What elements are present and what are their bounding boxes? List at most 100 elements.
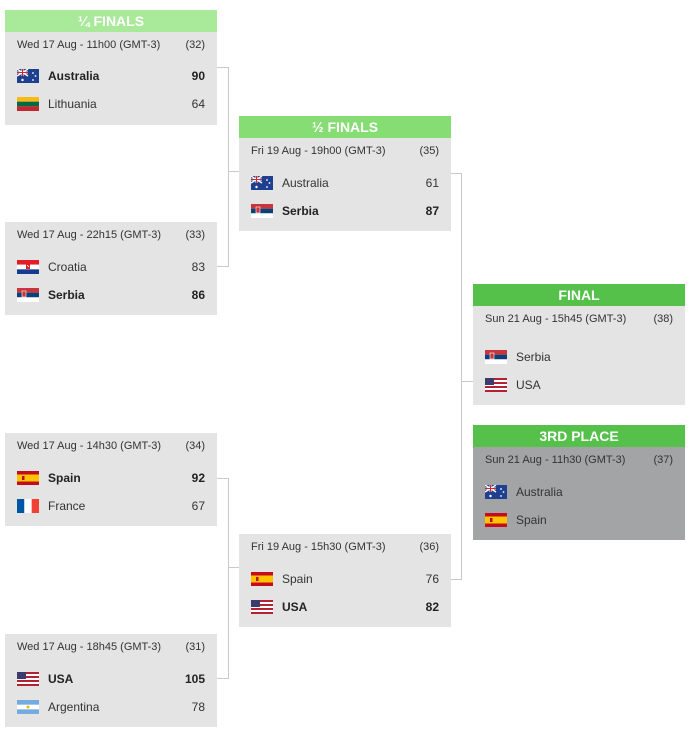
- team-name: Serbia: [282, 204, 319, 218]
- team-score: 82: [425, 600, 439, 614]
- team-name: USA: [48, 672, 74, 686]
- match-card-final[interactable]: Sun 21 Aug - 15h45 (GMT-3) (38) Serbia U…: [473, 306, 685, 405]
- spain-flag-icon: [17, 471, 39, 485]
- third-place-header: 3RD PLACE: [473, 425, 685, 447]
- match-card-sf1[interactable]: Fri 19 Aug - 19h00 (GMT-3) (35) Australi…: [239, 138, 451, 231]
- team-name: USA: [282, 600, 308, 614]
- team-score: 86: [191, 288, 205, 302]
- match-date: Fri 19 Aug - 15h30 (GMT-3): [251, 541, 386, 553]
- team-score: 61: [425, 176, 439, 190]
- usa-flag-icon: [17, 672, 39, 686]
- team-row: Australia: [473, 482, 685, 502]
- bracket-connector: [451, 173, 462, 174]
- team-name: Lithuania: [48, 97, 97, 111]
- serbia-flag-icon: [17, 288, 39, 302]
- game-number: (38): [653, 313, 673, 325]
- serbia-flag-icon: [251, 204, 273, 218]
- bracket-connector: [451, 579, 462, 580]
- team-name: Serbia: [48, 288, 85, 302]
- team-score: 92: [191, 471, 205, 485]
- team-row: Spain 92: [5, 468, 217, 488]
- team-row: France 67: [5, 496, 217, 516]
- game-number: (32): [185, 39, 205, 51]
- team-row: Argentina 78: [5, 697, 217, 717]
- team-score: 76: [425, 572, 439, 586]
- bracket-connector: [217, 478, 229, 479]
- team-row: USA 105: [5, 669, 217, 689]
- semi-finals-header: ½ FINALS: [239, 116, 451, 138]
- game-number: (35): [419, 145, 439, 157]
- match-card-qf4[interactable]: Wed 17 Aug - 18h45 (GMT-3) (31) USA 105 …: [5, 634, 217, 727]
- bracket-connector: [217, 67, 229, 68]
- team-row: USA: [473, 375, 685, 395]
- match-card-qf3[interactable]: Wed 17 Aug - 14h30 (GMT-3) (34) Spain 92…: [5, 433, 217, 526]
- team-row: Serbia 86: [5, 285, 217, 305]
- team-row: Spain 76: [239, 569, 451, 589]
- match-card-qf2[interactable]: Wed 17 Aug - 22h15 (GMT-3) (33) Croatia …: [5, 222, 217, 315]
- team-row: Croatia 83: [5, 257, 217, 277]
- team-score: 64: [191, 97, 205, 111]
- bracket-connector: [461, 173, 462, 580]
- team-score: 90: [191, 69, 205, 83]
- bracket-connector: [217, 266, 229, 267]
- team-row: USA 82: [239, 597, 451, 617]
- match-card-third-place[interactable]: Sun 21 Aug - 11h30 (GMT-3) (37) Australi…: [473, 447, 685, 540]
- match-card-qf1[interactable]: Wed 17 Aug - 11h00 (GMT-3) (32) Australi…: [5, 32, 217, 125]
- team-name: Australia: [516, 485, 563, 499]
- usa-flag-icon: [251, 600, 273, 614]
- team-score: 105: [184, 672, 205, 686]
- team-name: Spain: [48, 471, 81, 485]
- match-date: Wed 17 Aug - 11h00 (GMT-3): [17, 39, 161, 51]
- team-name: Australia: [282, 176, 329, 190]
- quarter-finals-header: ¼ FINALS: [5, 10, 217, 32]
- usa-flag-icon: [485, 378, 507, 392]
- team-row: Australia 61: [239, 173, 451, 193]
- team-name: Serbia: [516, 350, 551, 364]
- game-number: (37): [653, 454, 673, 466]
- team-row: Australia 90: [5, 66, 217, 86]
- bracket-connector: [228, 67, 229, 267]
- match-card-sf2[interactable]: Fri 19 Aug - 15h30 (GMT-3) (36) Spain 76…: [239, 534, 451, 627]
- team-name: Argentina: [48, 700, 100, 714]
- team-name: Spain: [282, 572, 313, 586]
- team-score: 67: [191, 499, 205, 513]
- australia-flag-icon: [485, 485, 507, 499]
- team-name: Croatia: [48, 260, 87, 274]
- game-number: (31): [185, 641, 205, 653]
- bracket-connector: [217, 678, 229, 679]
- spain-flag-icon: [485, 513, 507, 527]
- team-name: Spain: [516, 513, 547, 527]
- team-name: France: [48, 499, 86, 513]
- team-row: Serbia 87: [239, 201, 451, 221]
- bracket-connector: [228, 567, 239, 568]
- final-header: FINAL: [473, 284, 685, 306]
- team-score: 78: [191, 700, 205, 714]
- game-number: (36): [419, 541, 439, 553]
- argentina-flag-icon: [17, 700, 39, 714]
- bracket-connector: [461, 381, 473, 382]
- team-score: 87: [425, 204, 439, 218]
- australia-flag-icon: [251, 176, 273, 190]
- bracket-connector: [228, 478, 229, 679]
- team-name: USA: [516, 378, 541, 392]
- team-row: Spain: [473, 510, 685, 530]
- serbia-flag-icon: [485, 350, 507, 364]
- match-date: Fri 19 Aug - 19h00 (GMT-3): [251, 145, 386, 157]
- australia-flag-icon: [17, 69, 39, 83]
- bracket-connector: [228, 171, 239, 172]
- team-row: Serbia: [473, 347, 685, 367]
- team-score: 83: [191, 260, 205, 274]
- spain-flag-icon: [251, 572, 273, 586]
- match-date: Sun 21 Aug - 15h45 (GMT-3): [485, 313, 627, 325]
- team-row: Lithuania 64: [5, 94, 217, 114]
- lithuania-flag-icon: [17, 97, 39, 111]
- match-date: Sun 21 Aug - 11h30 (GMT-3): [485, 454, 626, 466]
- croatia-flag-icon: [17, 260, 39, 274]
- match-date: Wed 17 Aug - 22h15 (GMT-3): [17, 229, 162, 241]
- game-number: (33): [185, 229, 205, 241]
- match-date: Wed 17 Aug - 18h45 (GMT-3): [17, 641, 162, 653]
- game-number: (34): [185, 440, 205, 452]
- match-date: Wed 17 Aug - 14h30 (GMT-3): [17, 440, 162, 452]
- france-flag-icon: [17, 499, 39, 513]
- team-name: Australia: [48, 69, 100, 83]
